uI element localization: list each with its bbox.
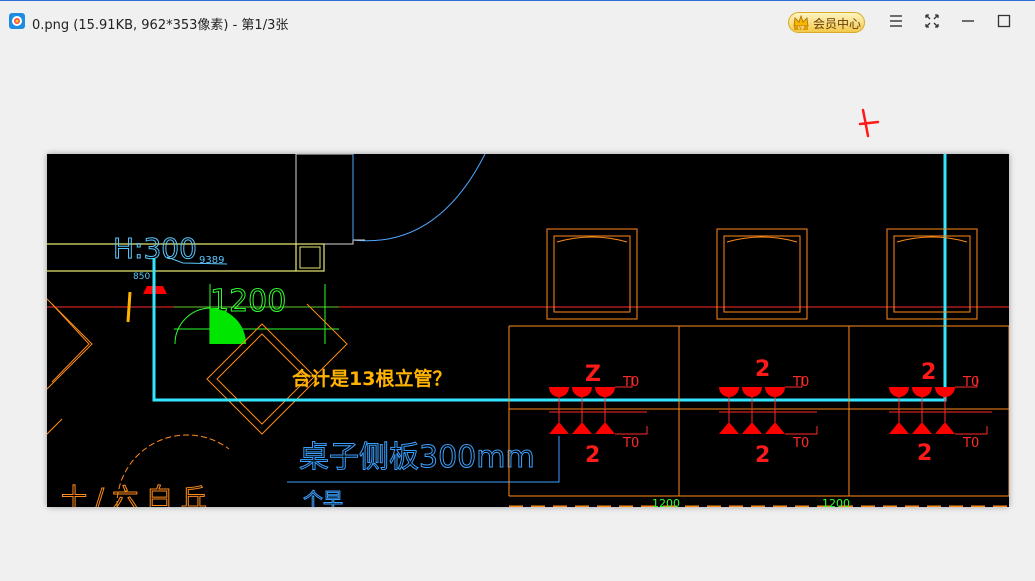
riser-group-2: 2 2 T0 T0 bbox=[719, 357, 818, 468]
t0-label: T0 bbox=[622, 375, 639, 390]
mark-2-bottom: 2 bbox=[755, 443, 770, 468]
vip-center-label: 会员中心 bbox=[813, 17, 862, 31]
t0-label: T0 bbox=[962, 436, 979, 451]
mark-2-bottom: 2 bbox=[585, 443, 600, 468]
riser-group-3: 2 2 T0 T0 bbox=[889, 360, 992, 466]
mark-2-top: 2 bbox=[921, 360, 936, 385]
title-bar: 0.png (15.91KB, 962*353像素) - 第1/3张 VIP 会… bbox=[0, 0, 1035, 40]
t0-label: T0 bbox=[622, 436, 639, 451]
window-title: 0.png (15.91KB, 962*353像素) - 第1/3张 bbox=[32, 18, 289, 33]
svg-text:VIP: VIP bbox=[798, 26, 805, 31]
red-annotation-mark bbox=[858, 108, 880, 138]
mark-2-top: 2 bbox=[755, 357, 770, 382]
left-partial-text: 十 / 六 白 丘 bbox=[61, 484, 207, 507]
vip-center-button[interactable]: VIP 会员中心 bbox=[788, 12, 865, 33]
partial-bottom-text: 个早 bbox=[303, 488, 343, 507]
t0-label: T0 bbox=[792, 436, 809, 451]
desk-note-text: 桌子侧板300mm bbox=[299, 440, 535, 475]
t0-label: T0 bbox=[962, 375, 979, 390]
bottom-dim-1: 1200 bbox=[652, 497, 680, 507]
small-label: 850 bbox=[133, 272, 150, 282]
minimize-icon[interactable] bbox=[957, 11, 979, 31]
crown-icon: VIP bbox=[793, 14, 809, 31]
image-viewer-icon bbox=[9, 13, 25, 29]
t0-label: T0 bbox=[792, 375, 809, 390]
dim-9389-label: 9389 bbox=[199, 255, 224, 266]
mark-z: Z bbox=[585, 362, 601, 387]
fullscreen-icon[interactable] bbox=[921, 11, 943, 31]
menu-icon[interactable] bbox=[885, 11, 907, 31]
question-text: 合计是13根立管？ bbox=[292, 367, 451, 390]
mark-2-bottom: 2 bbox=[917, 441, 932, 466]
maximize-icon[interactable] bbox=[993, 11, 1015, 31]
cad-image-canvas[interactable]: H:300 9389 850 1200 十 / 六 白 丘 bbox=[47, 154, 1009, 507]
riser-group-1: Z 2 T0 T0 bbox=[549, 362, 648, 468]
bottom-dim-2: 1200 bbox=[822, 497, 850, 507]
cad-drawing: H:300 9389 850 1200 十 / 六 白 丘 bbox=[47, 154, 1009, 507]
